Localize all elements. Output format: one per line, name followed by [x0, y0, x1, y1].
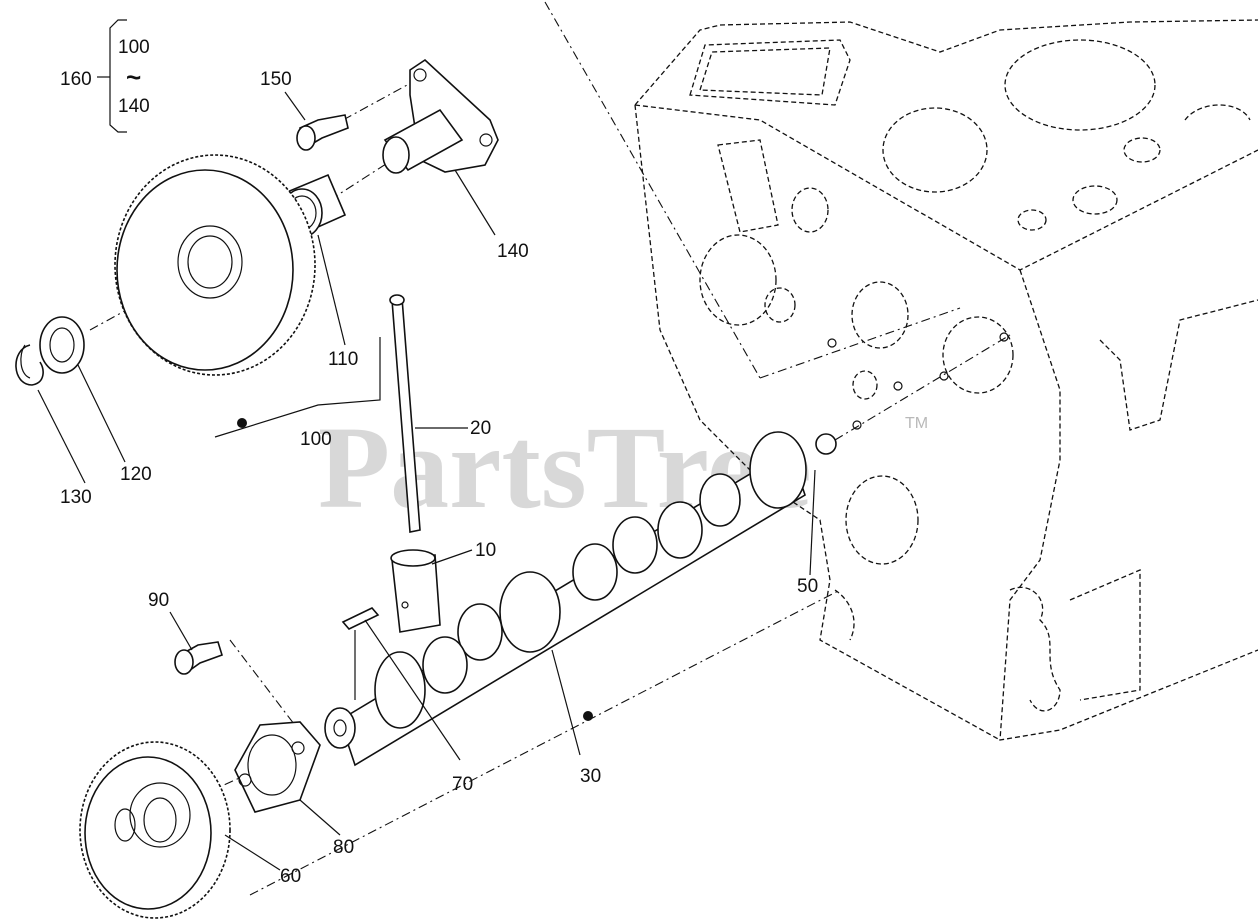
bolt-150: [296, 114, 349, 151]
bolt-90: [174, 641, 223, 675]
callout-50: 50: [797, 576, 818, 597]
callout-70: 70: [452, 774, 473, 795]
key-70: [341, 607, 380, 630]
engine-block: [634, 19, 1258, 741]
callout-20: 20: [470, 418, 491, 439]
callout-130: 130: [60, 487, 92, 508]
cam-gear-60: [79, 741, 231, 919]
idler-gear-100: [114, 154, 316, 428]
ball-50: [815, 433, 837, 455]
callout-140-range-end: 140: [118, 96, 150, 117]
callout-100-range-start: 100: [118, 37, 150, 58]
callout-110: 110: [328, 349, 358, 370]
circlip-130: [15, 344, 44, 386]
idler-shaft-140: [382, 58, 499, 174]
tappet-10: [390, 549, 441, 633]
leader-lines: [37, 19, 816, 871]
callout-60: 60: [280, 866, 301, 887]
thrust-plate-80: [234, 721, 321, 813]
callout-range-tilde: ~: [126, 62, 141, 92]
thrust-washer-120: [39, 316, 85, 374]
push-rod-20: [389, 294, 421, 533]
callout-150: 150: [260, 69, 292, 90]
watermark-trademark: TM: [905, 415, 928, 432]
callout-160: 160: [60, 69, 92, 90]
callout-90: 90: [148, 590, 169, 611]
callout-120: 120: [120, 464, 152, 485]
callout-140: 140: [497, 241, 529, 262]
callout-30: 30: [580, 766, 601, 787]
callout-80: 80: [333, 837, 354, 858]
callout-10: 10: [475, 540, 496, 561]
camshaft-30: [324, 431, 807, 767]
callout-100: 100: [300, 429, 332, 450]
